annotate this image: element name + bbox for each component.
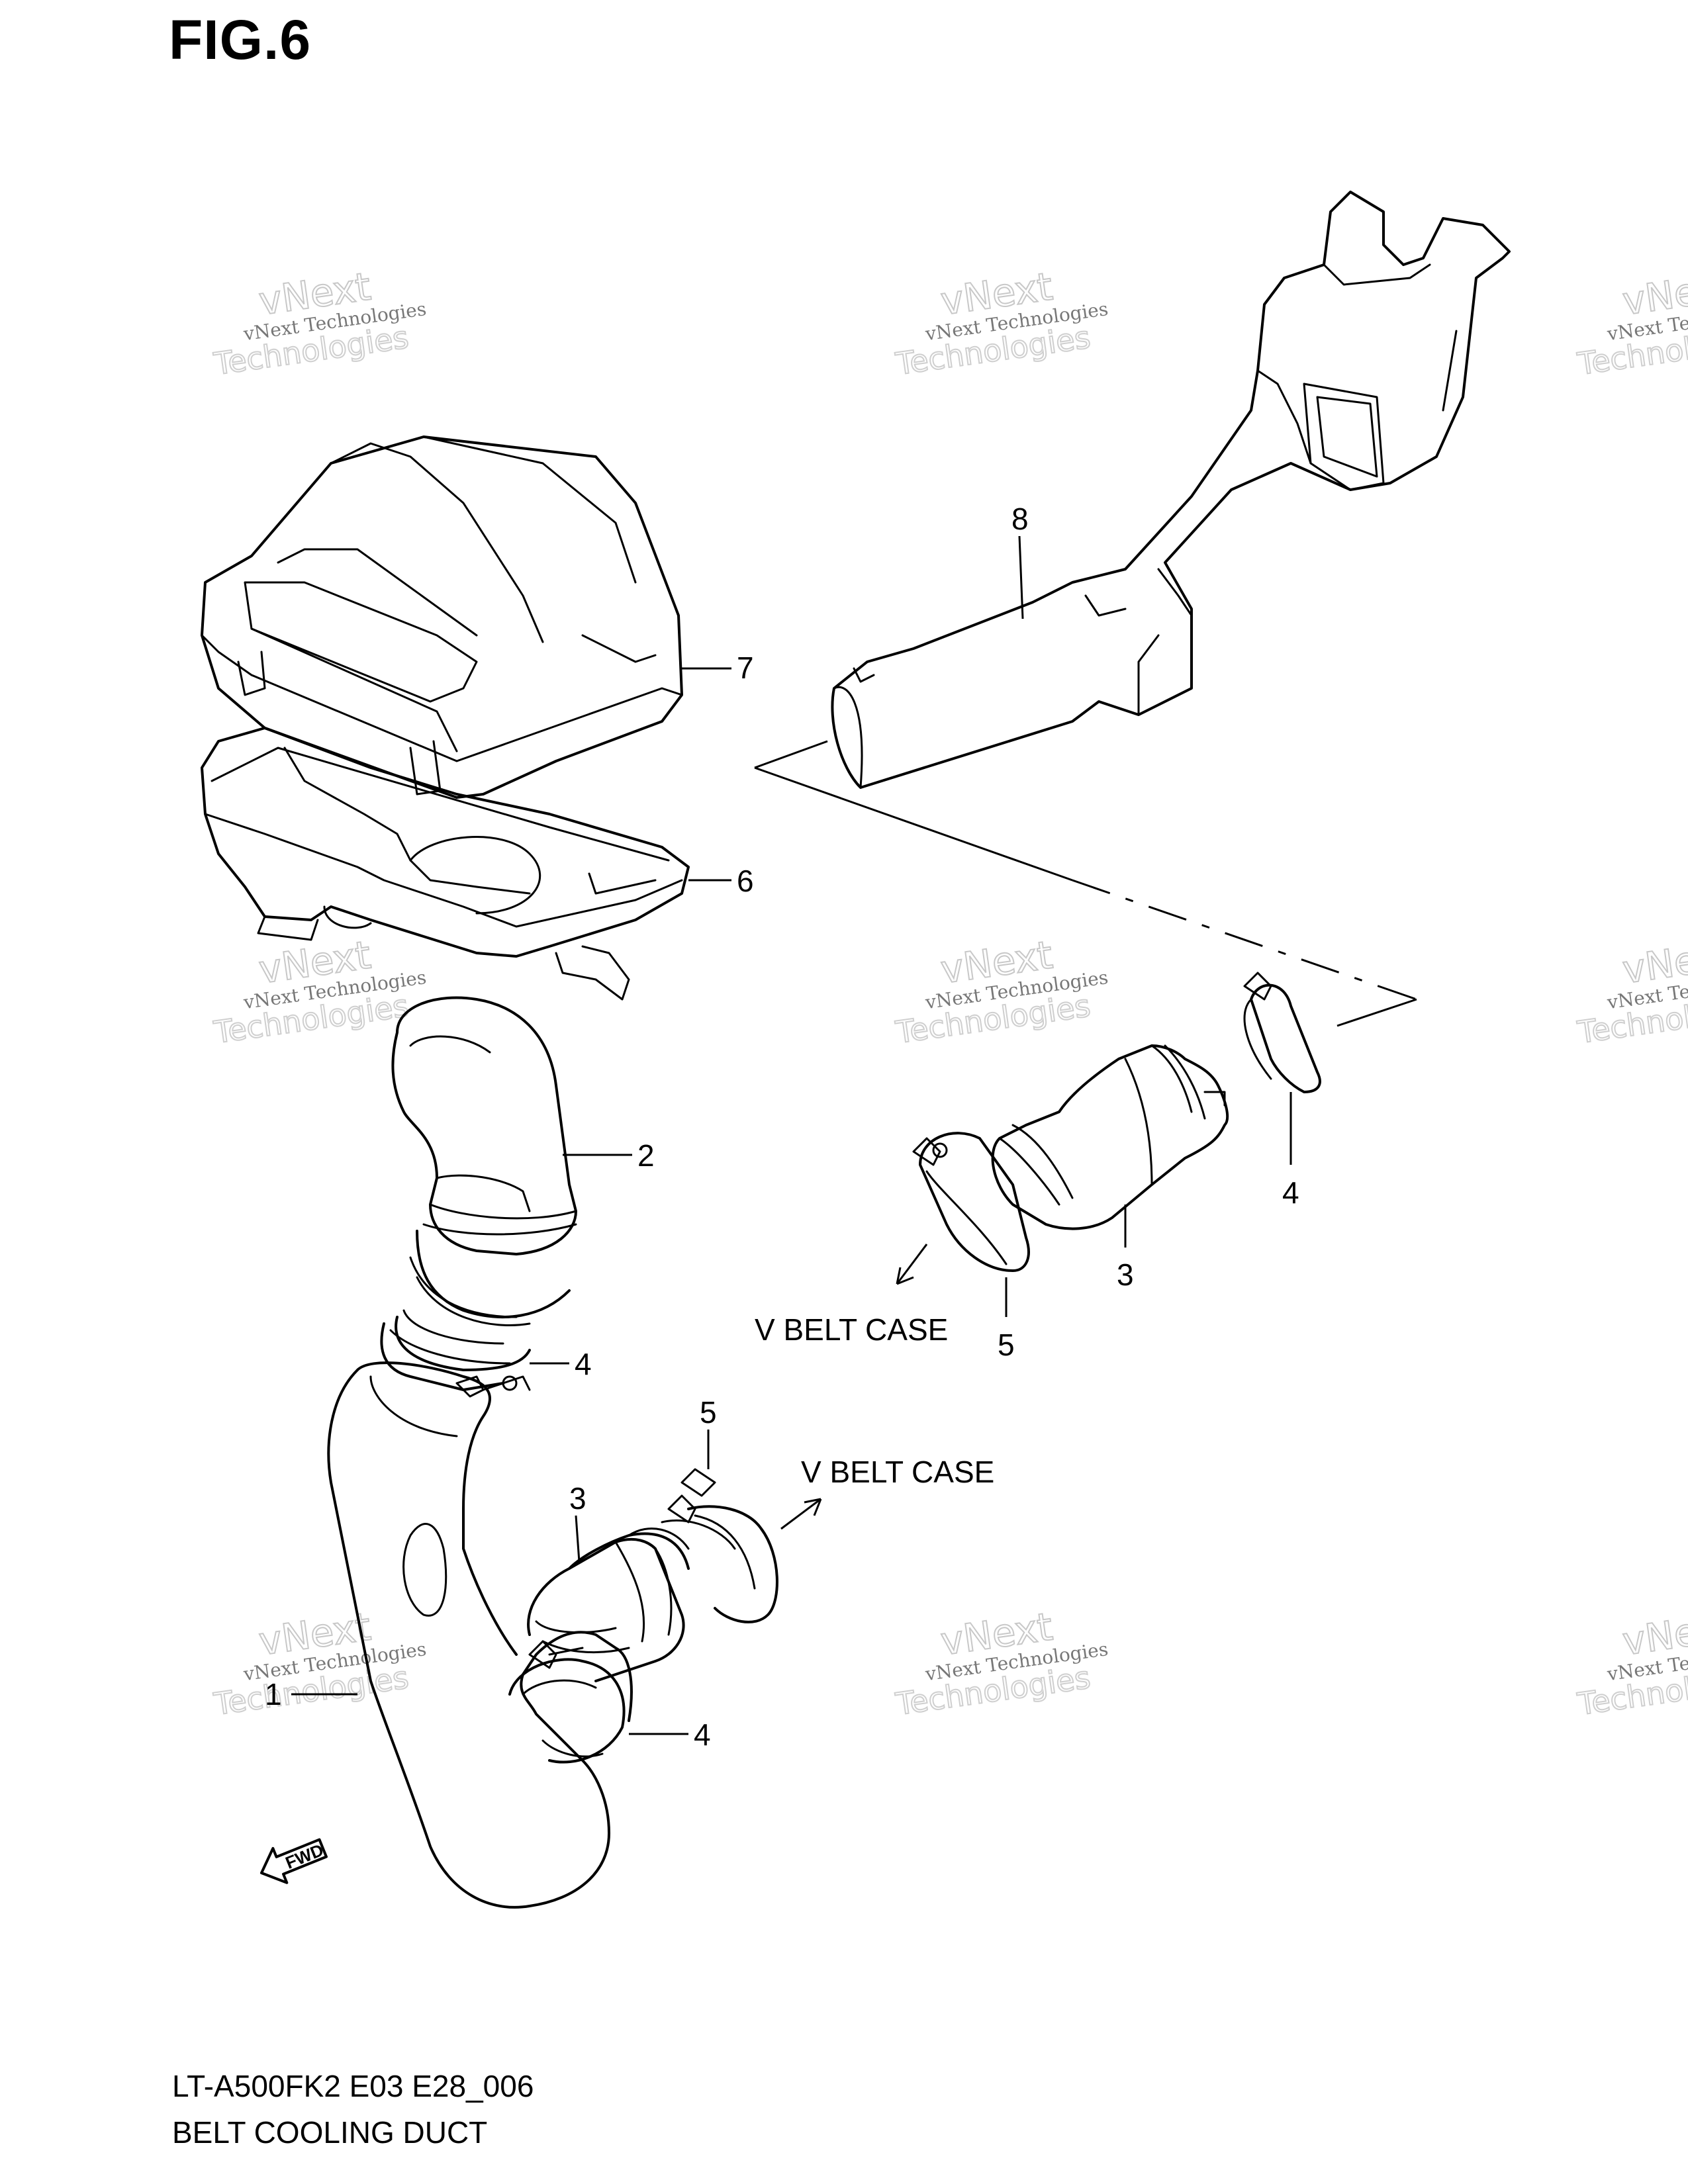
callout-6: 6 xyxy=(737,864,754,898)
callout-4-upper-left: 4 xyxy=(575,1347,592,1381)
part-8-intake-duct xyxy=(831,191,1511,789)
callout-8: 8 xyxy=(1011,502,1029,536)
part-5-clamp-right xyxy=(912,1132,1030,1272)
part-5-clamp-lower xyxy=(661,1468,778,1623)
fwd-marker: FWD xyxy=(260,1838,328,1884)
callout-7: 7 xyxy=(737,651,754,685)
footer-section-name: BELT COOLING DUCT xyxy=(172,2115,488,2150)
callout-5-right: 5 xyxy=(998,1328,1015,1362)
destination-vbelt-case-lower: V BELT CASE xyxy=(801,1455,994,1489)
watermark-7: vNext vNext Technologies Technologies xyxy=(211,1604,428,1723)
part-2-elbow-duct xyxy=(391,996,577,1326)
callout-3-right: 3 xyxy=(1117,1257,1134,1292)
watermark-5: vNext vNext Technologies Technologies xyxy=(892,932,1109,1051)
arrow-to-vbelt-right xyxy=(896,1244,928,1285)
callout-labels: 7 6 8 2 4 5 3 1 4 5 3 4 xyxy=(265,502,1299,1752)
callout-4-right: 4 xyxy=(1282,1175,1299,1210)
callout-4-lower: 4 xyxy=(694,1717,711,1752)
part-6-air-cleaner-case xyxy=(201,727,690,1001)
part-7-air-cleaner-cap xyxy=(201,435,683,799)
part-4-clamp-upper xyxy=(395,1309,531,1398)
watermark-6: vNext vNext Technologies Technologies xyxy=(1574,932,1688,1051)
part-3-right-connector xyxy=(991,1044,1229,1230)
part-4-clamp-lower xyxy=(508,1640,626,1764)
part-3-lower-connector xyxy=(527,1527,690,1682)
leader-lines xyxy=(291,535,1292,1735)
footer-model-code: LT-A500FK2 E03 E28_006 xyxy=(172,2069,534,2103)
callout-3-left: 3 xyxy=(569,1481,586,1516)
destination-vbelt-case-right: V BELT CASE xyxy=(755,1312,948,1347)
callout-1: 1 xyxy=(265,1677,282,1711)
callout-2: 2 xyxy=(637,1138,655,1173)
part-1-main-duct xyxy=(327,1322,633,1909)
arrow-to-vbelt-lower xyxy=(780,1498,822,1530)
watermark-1: vNext vNext Technologies Technologies xyxy=(211,263,428,383)
reference-bracket xyxy=(754,740,1417,1027)
watermark-2: vNext vNext Technologies Technologies xyxy=(892,263,1109,383)
watermark-9: vNext vNext Technologies Technologies xyxy=(1574,1604,1688,1723)
watermark-grid: vNext vNext Technologies Technologies vN… xyxy=(211,263,1688,1723)
watermark-3: vNext vNext Technologies Technologies xyxy=(1574,263,1688,383)
callout-5-lower: 5 xyxy=(700,1395,717,1430)
part-4-clamp-right xyxy=(1243,972,1321,1093)
watermark-8: vNext vNext Technologies Technologies xyxy=(892,1604,1109,1723)
figure-title: FIG.6 xyxy=(169,9,312,71)
